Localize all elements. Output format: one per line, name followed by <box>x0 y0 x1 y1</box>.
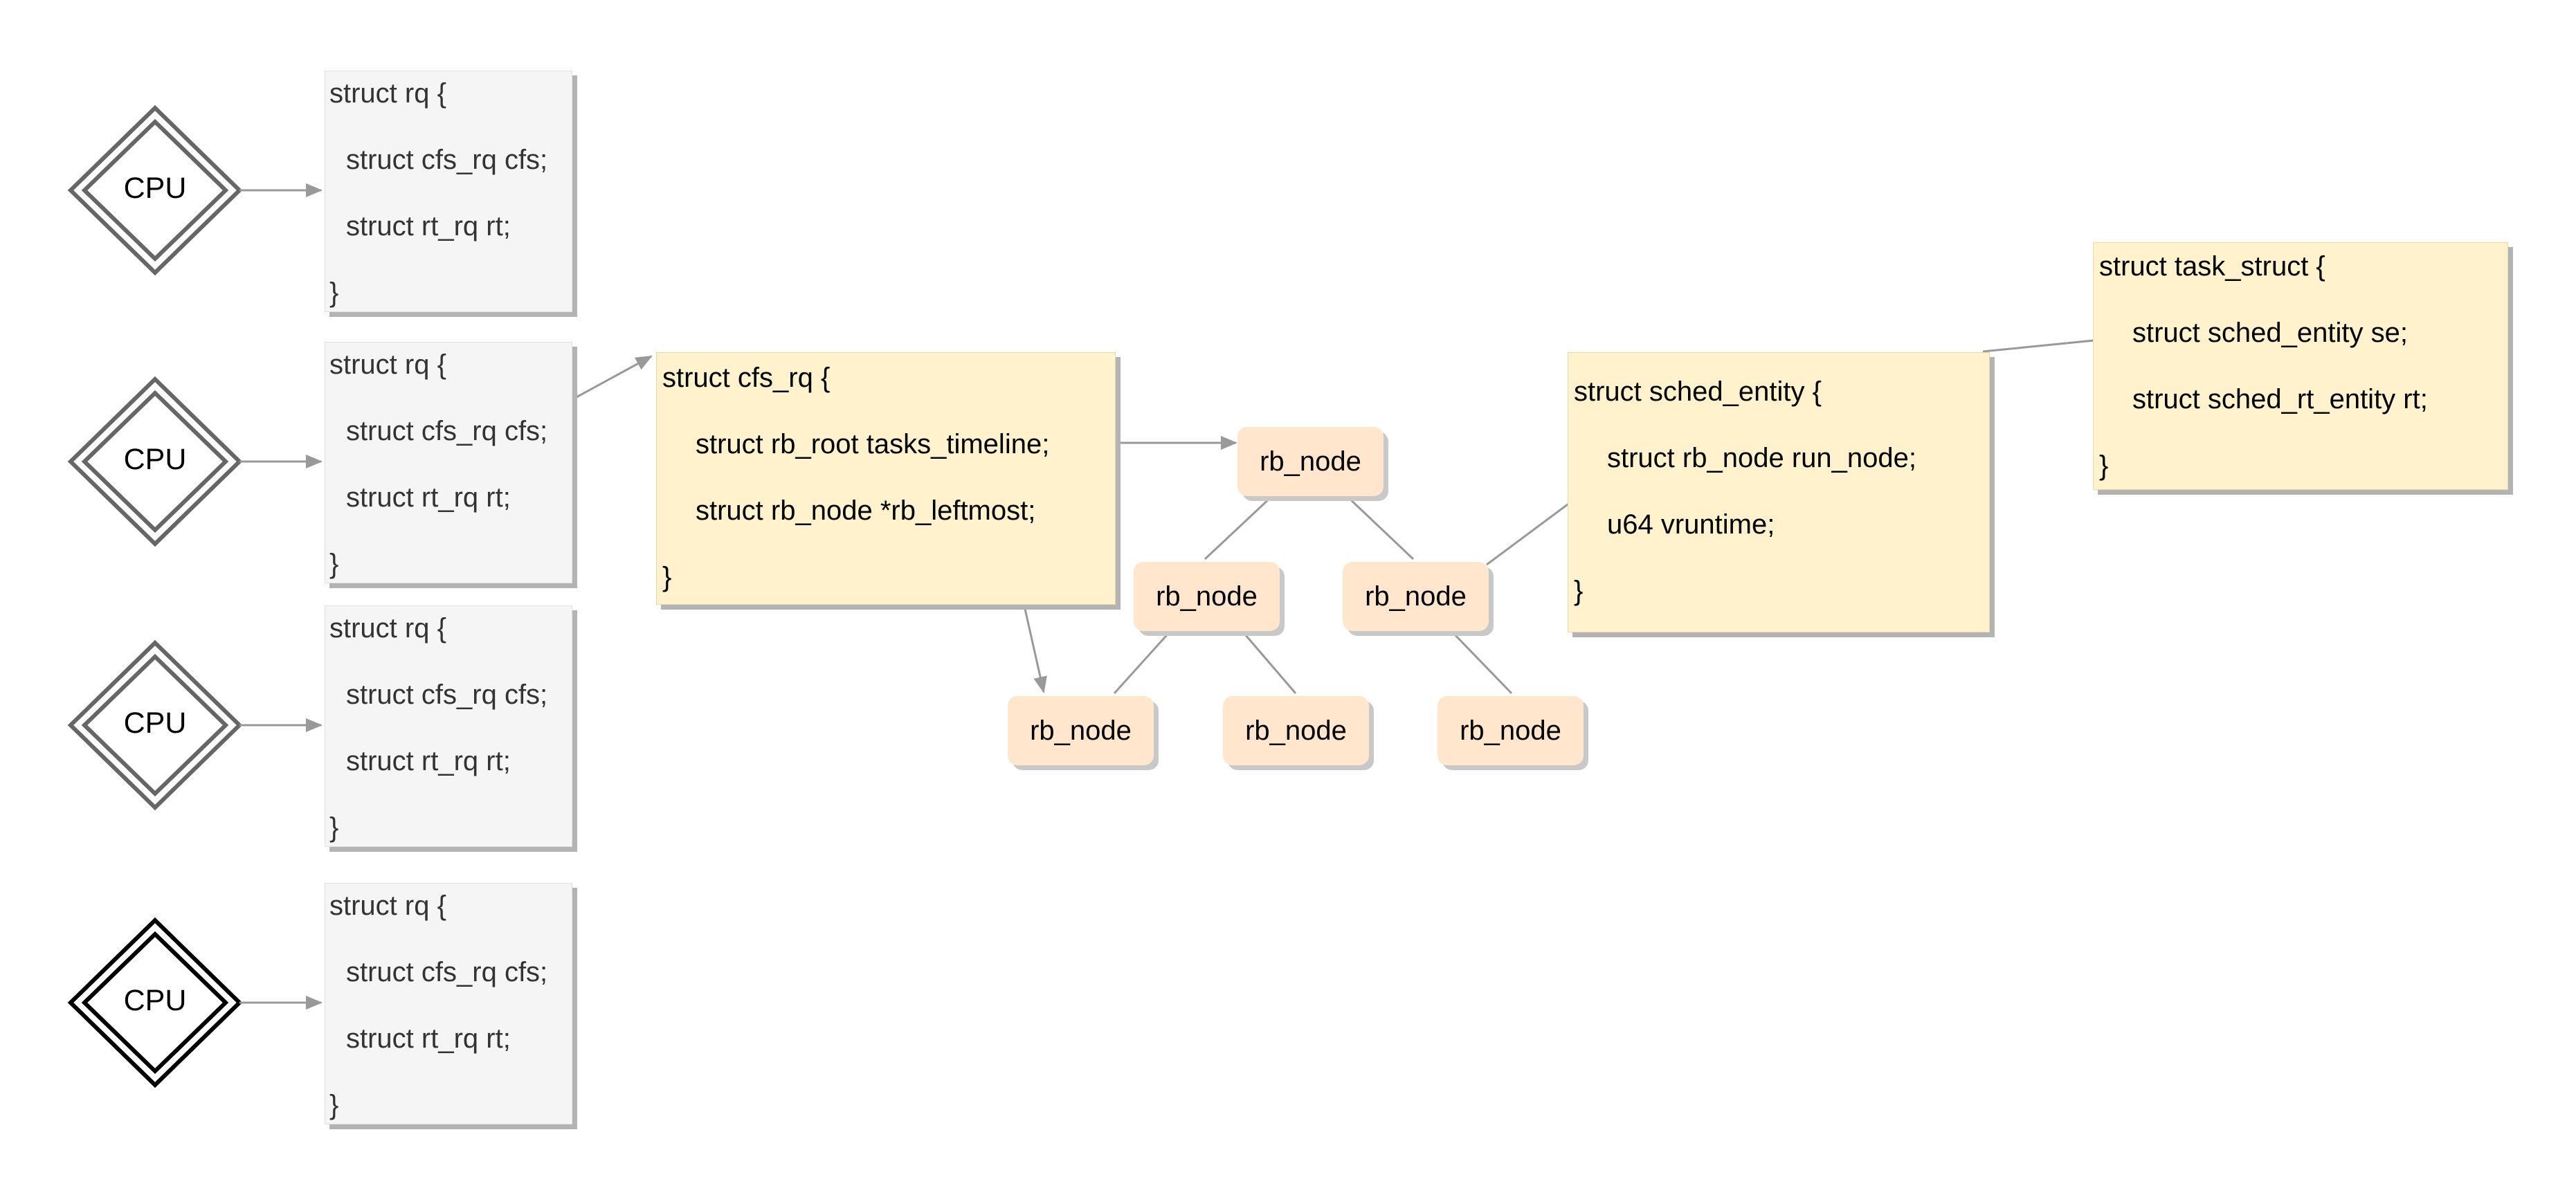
rq-line-close: } <box>329 812 339 843</box>
rq-struct-1: struct rq { struct cfs_rq cfs; struct rt… <box>325 71 572 312</box>
tree-edge <box>1204 495 1273 560</box>
rq-line-rt: struct rt_rq rt; <box>346 211 511 241</box>
cfs-rq-line-tasks-timeline: struct rb_root tasks_timeline; <box>696 429 1050 459</box>
rb-node-root: rb_node <box>1237 427 1384 496</box>
cpu-diamond-2 <box>67 376 243 547</box>
rq-struct-2: struct rq { struct cfs_rq cfs; struct rt… <box>325 342 572 583</box>
rq-line-close: } <box>329 549 339 579</box>
rq-line-cfs: struct cfs_rq cfs; <box>346 679 548 710</box>
task-struct-line-se: struct sched_entity se; <box>2132 318 2408 348</box>
cfs-rq-line-close: } <box>662 562 672 592</box>
tree-edge <box>1345 495 1415 560</box>
cfs-rq-struct: struct cfs_rq { struct rb_root tasks_tim… <box>656 352 1116 605</box>
rq-line-cfs: struct cfs_rq cfs; <box>346 145 548 175</box>
tree-edge <box>1449 628 1513 695</box>
sched-entity-line-run-node: struct rb_node run_node; <box>1607 443 1916 473</box>
rq-line-open: struct rq { <box>329 349 446 380</box>
tree-edge <box>1113 628 1173 695</box>
rq-struct-4: struct rq { struct cfs_rq cfs; struct rt… <box>325 883 572 1124</box>
rq-line-close: } <box>329 277 339 308</box>
rb-node-left-right: rb_node <box>1223 696 1369 765</box>
cpu-diamond-3 <box>67 639 243 811</box>
rb-node-left: rb_node <box>1134 562 1280 631</box>
task-struct-line-open: struct task_struct { <box>2099 251 2325 282</box>
tree-edge <box>1240 629 1297 694</box>
rq-line-rt: struct rt_rq rt; <box>346 1023 511 1054</box>
rq-struct-3: struct rq { struct cfs_rq cfs; struct rt… <box>325 605 572 847</box>
cpu-label-1: CPU <box>123 172 187 205</box>
cfs-rq-line-rb-leftmost: struct rb_node *rb_leftmost; <box>696 495 1036 526</box>
sched-entity-line-open: struct sched_entity { <box>1574 376 1822 407</box>
cpu-label-3: CPU <box>123 706 187 740</box>
rq-line-rt: struct rt_rq rt; <box>346 482 511 513</box>
cfs-rq-line-open: struct cfs_rq { <box>662 363 831 393</box>
task-struct-line-rt: struct sched_rt_entity rt; <box>2132 384 2428 414</box>
rq-line-open: struct rq { <box>329 613 446 644</box>
rb-node-right-right: rb_node <box>1437 696 1584 765</box>
sched-entity-line-vruntime: u64 vruntime; <box>1607 509 1775 540</box>
cpu-diamond-1 <box>67 104 243 276</box>
rq-line-cfs: struct cfs_rq cfs; <box>346 416 548 446</box>
rq-line-close: } <box>329 1090 339 1120</box>
rq-line-open: struct rq { <box>329 78 446 109</box>
task-struct-line-close: } <box>2099 450 2109 481</box>
cpu-label-2: CPU <box>123 443 187 476</box>
sched-entity-line-close: } <box>1574 576 1584 606</box>
rb-node-leftmost: rb_node <box>1008 696 1154 765</box>
rq-line-cfs: struct cfs_rq cfs; <box>346 957 548 987</box>
cpu-label-4: CPU <box>123 984 187 1017</box>
rb-node-right: rb_node <box>1343 562 1489 631</box>
sched-entity-struct: struct sched_entity { struct rb_node run… <box>1568 352 1990 632</box>
rq-line-open: struct rq { <box>329 891 446 921</box>
task-struct: struct task_struct { struct sched_entity… <box>2093 242 2508 490</box>
rq-line-rt: struct rt_rq rt; <box>346 746 511 776</box>
cpu-diamond-4 <box>67 917 243 1088</box>
